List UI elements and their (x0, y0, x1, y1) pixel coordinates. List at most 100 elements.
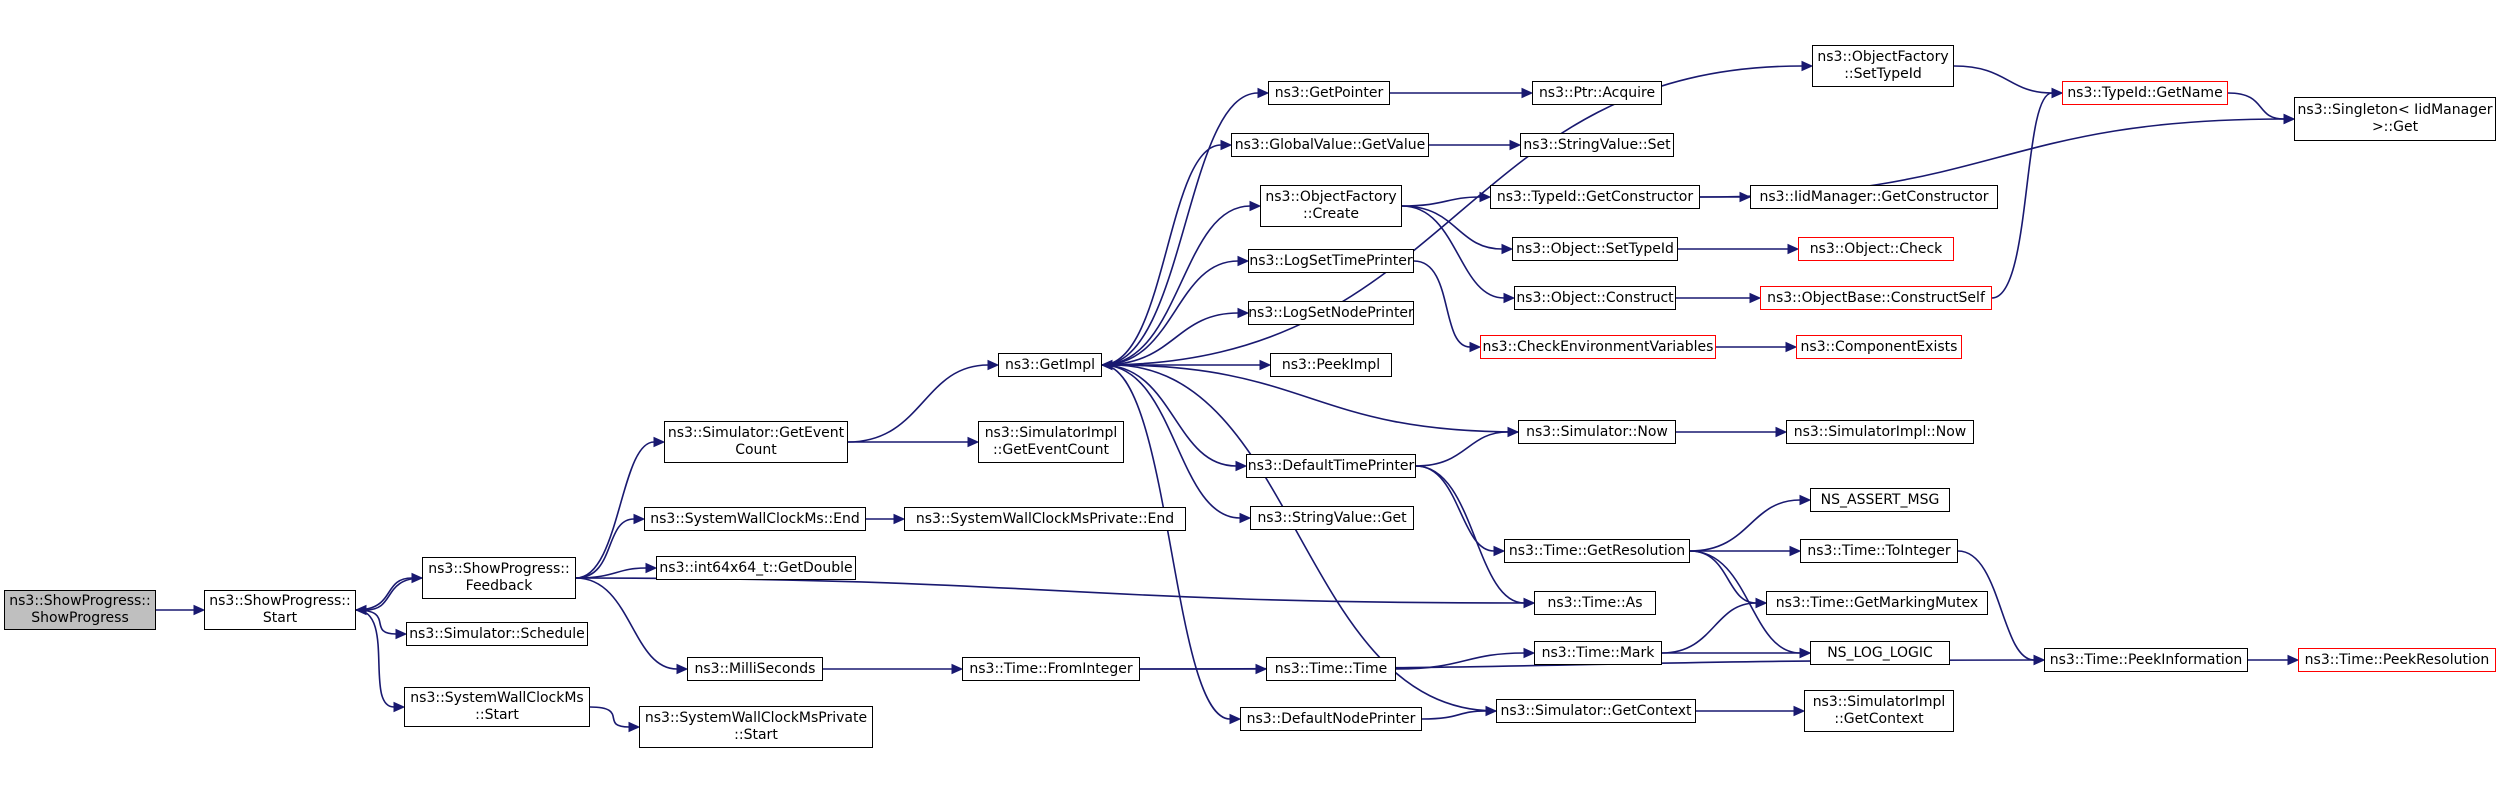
node-typeid-getname[interactable]: ns3::TypeId::GetName (2062, 81, 2228, 105)
node-logsettimeprinter[interactable]: ns3::LogSetTimePrinter (1248, 249, 1414, 273)
edge-logsettimeprinter-to-checkenvironmentvariables (1413, 260, 1471, 348)
node-systemwallclockmsprivate-start[interactable]: ns3::SystemWallClockMsPrivate::Start (639, 706, 873, 748)
edge-arrowhead (2033, 654, 2046, 666)
node-label-line: ns3::StringValue::Get (1257, 509, 1407, 526)
node-object-check[interactable]: ns3::Object::Check (1798, 237, 1954, 261)
edge-arrowhead (645, 562, 658, 574)
edge-defaultnodeprinter-to-simulator-getcontext (1421, 710, 1487, 720)
node-peekimpl[interactable]: ns3::PeekImpl (1270, 353, 1392, 377)
node-ptr-acquire[interactable]: ns3::Ptr::Acquire (1532, 81, 1662, 105)
node-time-time[interactable]: ns3::Time::Time (1266, 657, 1396, 681)
node-int64x64-getdouble[interactable]: ns3::int64x64_t::GetDouble (656, 556, 856, 580)
edge-arrowhead (1793, 705, 1806, 717)
edge-showprogress-feedback-to-simulator-geteventcount (575, 441, 655, 579)
node-systemwallclockmsprivate-end[interactable]: ns3::SystemWallClockMsPrivate::End (904, 507, 1186, 531)
node-label-line: ns3::Object::SetTypeId (1516, 240, 1674, 257)
edge-systemwallclockms-start-to-systemwallclockmsprivate-start (589, 706, 630, 728)
node-label-line: ns3::LogSetTimePrinter (1249, 252, 1413, 269)
node-label-line: ns3::SimulatorImpl (1812, 694, 1946, 710)
edge-simulator-getcontext-to-getimpl (1111, 364, 1497, 712)
edge-arrowhead (653, 436, 666, 448)
node-time-mark[interactable]: ns3::Time::Mark (1534, 641, 1662, 665)
edge-getimpl-to-objectfactory-create (1101, 205, 1251, 366)
edge-arrowhead (393, 701, 406, 713)
node-label-line: ::GetContext (1834, 711, 1924, 727)
edge-time-tointeger-to-time-peekinformation (1957, 550, 2035, 661)
node-simulator-getcontext[interactable]: ns3::Simulator::GetContext (1496, 699, 1696, 723)
node-ns-log-logic[interactable]: NS_LOG_LOGIC (1810, 641, 1950, 665)
node-showprogress-ctor[interactable]: ns3::ShowProgress::ShowProgress (4, 590, 156, 630)
node-systemwallclockms-end[interactable]: ns3::SystemWallClockMs::End (644, 507, 866, 531)
node-label-line: ns3::GetImpl (1004, 356, 1095, 373)
edge-arrowhead (676, 663, 689, 675)
edge-getimpl-to-defaultnodeprinter (1101, 364, 1231, 720)
node-ns-assert-msg[interactable]: NS_ASSERT_MSG (1810, 488, 1950, 512)
edge-arrowhead (1799, 494, 1812, 506)
node-simulatorimpl-geteventcount[interactable]: ns3::SimulatorImpl::GetEventCount (978, 421, 1124, 463)
node-singleton-get[interactable]: ns3::Singleton< IidManager >::Get (2294, 97, 2496, 141)
node-label-line: ns3::ShowProgress:: (9, 593, 151, 609)
edge-arrowhead (1220, 139, 1233, 151)
node-time-peekresolution[interactable]: ns3::Time::PeekResolution (2298, 648, 2496, 672)
edge-arrowhead (1257, 87, 1270, 99)
node-label-line: Count (735, 442, 777, 458)
edge-objectfactory-create-to-object-construct (1401, 205, 1505, 299)
edge-arrowhead (2051, 87, 2064, 99)
node-defaultnodeprinter[interactable]: ns3::DefaultNodePrinter (1240, 707, 1422, 731)
node-label-line: ns3::SystemWallClockMsPrivate (644, 710, 868, 726)
node-object-settypeid[interactable]: ns3::Object::SetTypeId (1512, 237, 1678, 261)
node-label-line: Feedback (465, 578, 533, 594)
node-label-line: ns3::Time::ToInteger (1807, 542, 1951, 559)
node-logsetnodeprinter[interactable]: ns3::LogSetNodePrinter (1248, 301, 1414, 325)
edge-arrowhead (1509, 139, 1522, 151)
node-defaulttimeprinter[interactable]: ns3::DefaultTimePrinter (1246, 454, 1416, 478)
node-objectbase-constructself[interactable]: ns3::ObjectBase::ConstructSelf (1760, 286, 1992, 310)
node-simulatorimpl-getcontext[interactable]: ns3::SimulatorImpl::GetContext (1804, 690, 1954, 732)
node-milliseconds[interactable]: ns3::MilliSeconds (687, 657, 823, 681)
node-time-tointeger[interactable]: ns3::Time::ToInteger (1800, 539, 1958, 563)
node-time-peekinformation[interactable]: ns3::Time::PeekInformation (2044, 648, 2248, 672)
node-showprogress-start[interactable]: ns3::ShowProgress::Start (204, 590, 356, 630)
edge-arrowhead (1239, 512, 1252, 524)
node-time-as[interactable]: ns3::Time::As (1534, 591, 1656, 615)
node-objectfactory-create[interactable]: ns3::ObjectFactory::Create (1260, 185, 1402, 227)
node-label-line: ns3::SystemWallClockMs (410, 690, 584, 706)
edge-arrowhead (1249, 200, 1262, 212)
node-simulatorimpl-now[interactable]: ns3::SimulatorImpl::Now (1786, 420, 1974, 444)
node-typeid-getconstructor[interactable]: ns3::TypeId::GetConstructor (1490, 185, 1700, 209)
node-getimpl[interactable]: ns3::GetImpl (998, 353, 1102, 377)
edge-arrowhead (1493, 545, 1506, 557)
node-systemwallclockms-start[interactable]: ns3::SystemWallClockMs::Start (404, 687, 590, 727)
node-label-line: ns3::Time::PeekInformation (2049, 651, 2243, 668)
edge-arrowhead (633, 513, 646, 525)
edge-getimpl-to-logsettimeprinter (1101, 260, 1239, 366)
node-time-frominteger[interactable]: ns3::Time::FromInteger (962, 657, 1140, 681)
node-stringvalue-get[interactable]: ns3::StringValue::Get (1250, 506, 1414, 530)
node-componentexists[interactable]: ns3::ComponentExists (1796, 335, 1962, 359)
edge-objectfactory-settypeid-to-typeid-getname (1953, 65, 2053, 94)
edge-defaulttimeprinter-to-time-getresolution (1415, 465, 1495, 552)
node-showprogress-feedback[interactable]: ns3::ShowProgress::Feedback (422, 557, 576, 599)
edge-arrowhead (1523, 597, 1536, 609)
edge-time-time-to-time-mark (1395, 652, 1525, 670)
edge-getimpl-to-globalvalue-getvalue (1101, 144, 1222, 366)
node-iidmanager-getconstructor[interactable]: ns3::IidManager::GetConstructor (1750, 185, 1998, 209)
node-object-construct[interactable]: ns3::Object::Construct (1514, 286, 1676, 310)
edge-arrowhead (967, 436, 980, 448)
node-time-getresolution[interactable]: ns3::Time::GetResolution (1504, 539, 1690, 563)
node-simulator-now[interactable]: ns3::Simulator::Now (1518, 420, 1676, 444)
node-time-getmarkingmutex[interactable]: ns3::Time::GetMarkingMutex (1766, 591, 1988, 615)
node-stringvalue-set[interactable]: ns3::StringValue::Set (1520, 133, 1674, 157)
node-label-line: ns3::Time::PeekResolution (2304, 651, 2490, 668)
node-globalvalue-getvalue[interactable]: ns3::GlobalValue::GetValue (1231, 133, 1429, 157)
edge-time-mark-to-time-getmarkingmutex (1661, 602, 1757, 654)
edge-getimpl-to-stringvalue-get (1101, 364, 1241, 519)
node-getpointer[interactable]: ns3::GetPointer (1268, 81, 1390, 105)
node-label-line: ns3::PeekImpl (1281, 356, 1381, 373)
node-checkenvironmentvariables[interactable]: ns3::CheckEnvironmentVariables (1480, 335, 1716, 359)
node-simulator-schedule[interactable]: ns3::Simulator::Schedule (406, 622, 588, 646)
node-objectfactory-settypeid[interactable]: ns3::ObjectFactory::SetTypeId (1812, 45, 1954, 87)
node-label-line: ::GetEventCount (992, 442, 1110, 458)
edge-arrowhead (1755, 597, 1768, 609)
